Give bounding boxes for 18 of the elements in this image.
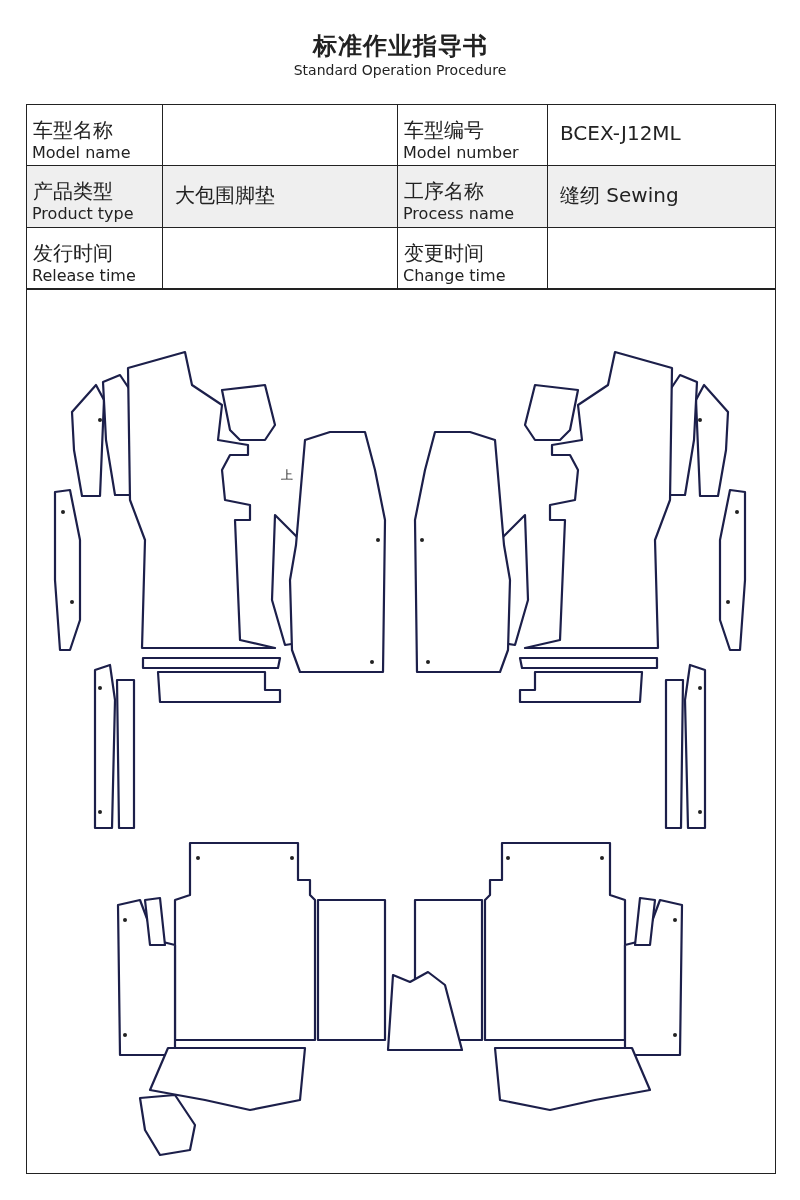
field-label: 产品类型 [33,178,113,205]
field-label-english: Release time [32,266,136,285]
field-label-english: Product type [32,204,134,223]
field-value: 缝纫 Sewing [560,182,679,209]
field-value: BCEX-J12ML [560,121,681,145]
field-label: 车型名称 [33,117,113,144]
field-label: 车型编号 [404,117,484,144]
field-label-english: Change time [403,266,506,285]
field-label-english: Model name [32,143,131,162]
field-label: 发行时间 [33,240,113,267]
field-label-english: Model number [403,143,519,162]
document-subtitle: Standard Operation Procedure [292,62,508,78]
field-label: 变更时间 [404,240,484,267]
document-title: 标准作业指导书 [311,31,489,62]
field-value: 大包围脚垫 [175,182,275,209]
orientation-mark: 上 [281,469,293,481]
field-label-english: Process name [403,204,515,223]
field-label: 工序名称 [404,178,484,205]
